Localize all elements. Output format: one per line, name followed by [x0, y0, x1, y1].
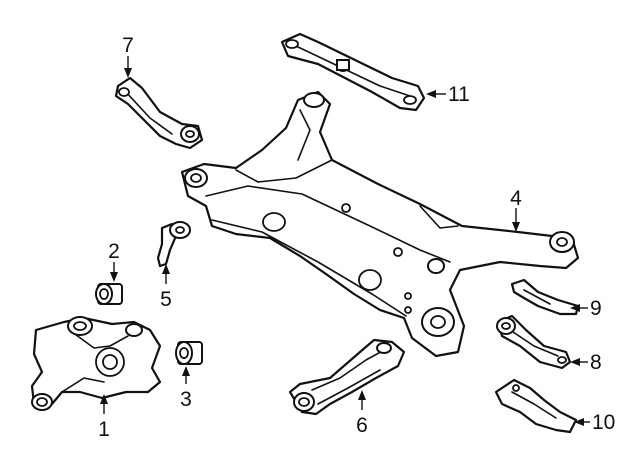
part-3-bushing: [175, 341, 203, 365]
callout-5: 5: [160, 288, 172, 311]
callout-9: 9: [590, 297, 602, 320]
callout-labels: 7 11 4 2 5 9 8 3 1 6 10: [98, 34, 615, 441]
callout-3: 3: [180, 388, 192, 411]
callout-1: 1: [98, 418, 110, 441]
callout-6: 6: [356, 414, 368, 437]
callout-leaders: [100, 56, 590, 426]
part-2-bushing: [95, 283, 123, 305]
callout-11: 11: [448, 83, 470, 106]
callout-2: 2: [108, 240, 120, 263]
part-10-lower-shield: [494, 378, 578, 434]
part-6-lower-arm: [288, 338, 406, 416]
part-1-knuckle: [30, 316, 162, 411]
part-4-subframe: [180, 90, 580, 358]
part-8-lower-link: [496, 314, 572, 370]
part-11-upper-lateral-link: [280, 32, 426, 112]
part-9-shield: [510, 278, 580, 316]
callout-7: 7: [122, 34, 134, 57]
callout-10: 10: [592, 411, 615, 434]
callout-8: 8: [590, 351, 602, 374]
part-5-bracket: [156, 221, 191, 268]
part-7-upper-control-arm: [114, 76, 204, 150]
callout-4: 4: [510, 187, 522, 210]
